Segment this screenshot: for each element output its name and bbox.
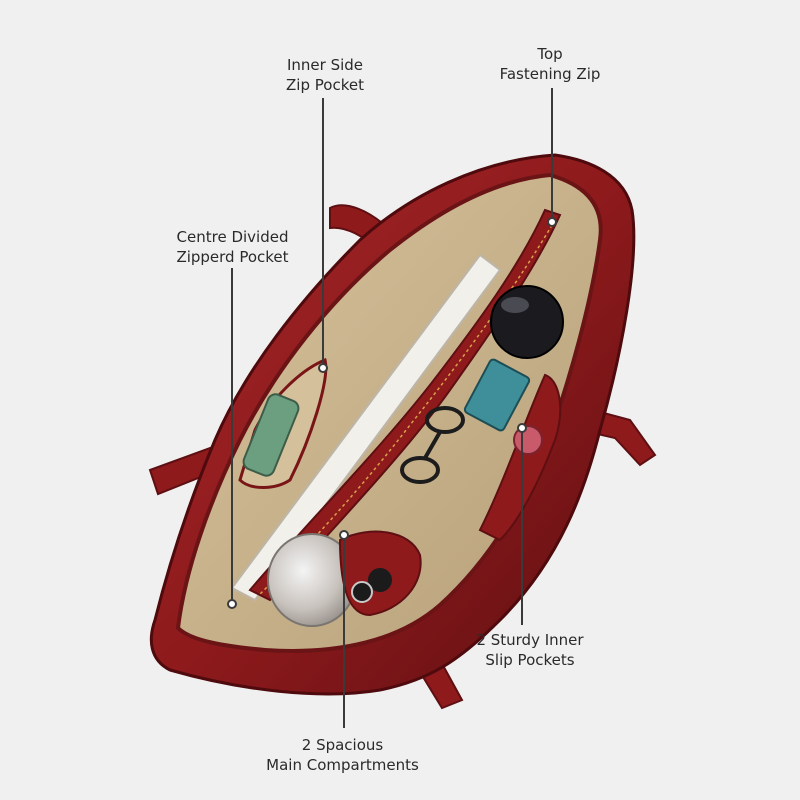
callout-text: Inner Side — [286, 56, 364, 74]
callout-text: Centre Divided — [176, 228, 289, 246]
callout-text: Top — [537, 45, 563, 63]
callout-centre-divided-pocket: Centre Divided Zipperd Pocket — [160, 227, 305, 267]
phone — [242, 393, 300, 477]
compact-mirror — [490, 285, 564, 359]
sunglasses — [400, 406, 465, 484]
notebook — [230, 253, 502, 602]
leader-lines — [227, 88, 557, 728]
callout-text: 2 Spacious — [301, 736, 384, 754]
callout-inner-slip-pockets: 2 Sturdy Inner Slip Pockets — [460, 630, 600, 670]
callout-text: Fastening Zip — [499, 65, 601, 83]
callout-text: Zip Pocket — [286, 76, 364, 94]
callout-top-fastening-zip: Top Fastening Zip — [480, 44, 620, 84]
callout-text: 2 Sturdy Inner — [476, 631, 584, 649]
callout-inner-side-zip-pocket: Inner Side Zip Pocket — [260, 55, 390, 95]
perfume-bottle — [463, 358, 531, 432]
callout-main-compartments: 2 Spacious Main Compartments — [255, 735, 430, 775]
callout-text: Zipperd Pocket — [176, 248, 289, 266]
callout-text: Main Compartments — [266, 756, 419, 774]
callout-text: Slip Pockets — [485, 651, 575, 669]
